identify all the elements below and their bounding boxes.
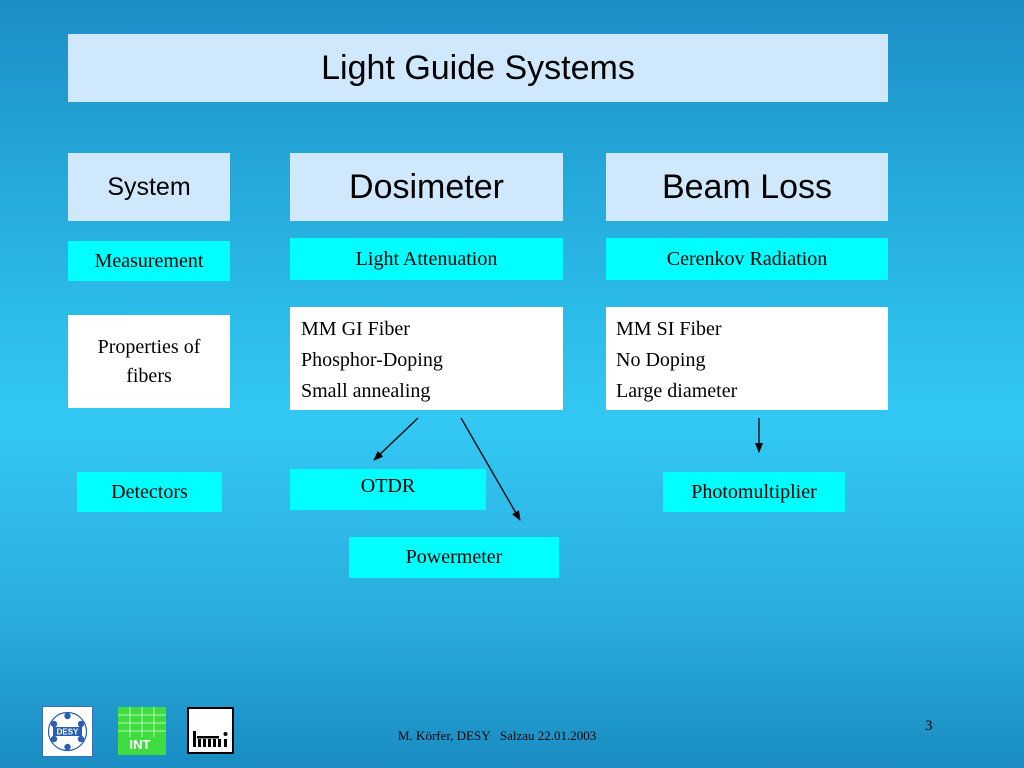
powermeter-box: Powermeter [349,537,559,578]
photomultiplier-box: Photomultiplier [663,472,845,512]
arrow-to-otdr [373,417,419,461]
page-number: 3 [925,718,933,734]
arrow-to-powermeter [460,417,521,521]
beam-loss-properties-box: MM SI Fiber No Doping Large diameter [606,307,888,410]
cerenkov-radiation-box: Cerenkov Radiation [606,238,888,280]
dosimeter-property-2: Phosphor-Doping [301,349,443,371]
svg-text:DESY: DESY [57,728,79,737]
dosimeter-header: Dosimeter [290,153,563,221]
dosimeter-property-3: Small annealing [301,380,431,402]
dosimeter-property-1: MM GI Fiber [301,318,410,340]
footer-credit: M. Körfer, DESY Salzau 22.01.2003 [398,728,597,743]
otdr-box: OTDR [290,469,486,510]
system-label: System [68,153,230,221]
beam-loss-property-2: No Doping [616,349,706,371]
hmi-logo [187,707,234,754]
beam-loss-header: Beam Loss [606,153,888,221]
light-attenuation-box: Light Attenuation [290,238,563,280]
svg-text:INT: INT [130,737,151,752]
int-logo: INT [118,707,166,755]
detectors-label: Detectors [77,472,222,512]
measurement-label: Measurement [68,241,230,281]
slide-title: Light Guide Systems [68,34,888,102]
desy-logo: DESY [42,706,93,757]
beam-loss-property-1: MM SI Fiber [616,318,722,340]
properties-label: Properties of fibers [68,315,230,408]
beam-loss-property-3: Large diameter [616,380,738,402]
dosimeter-properties-box: MM GI Fiber Phosphor-Doping Small anneal… [290,307,563,410]
